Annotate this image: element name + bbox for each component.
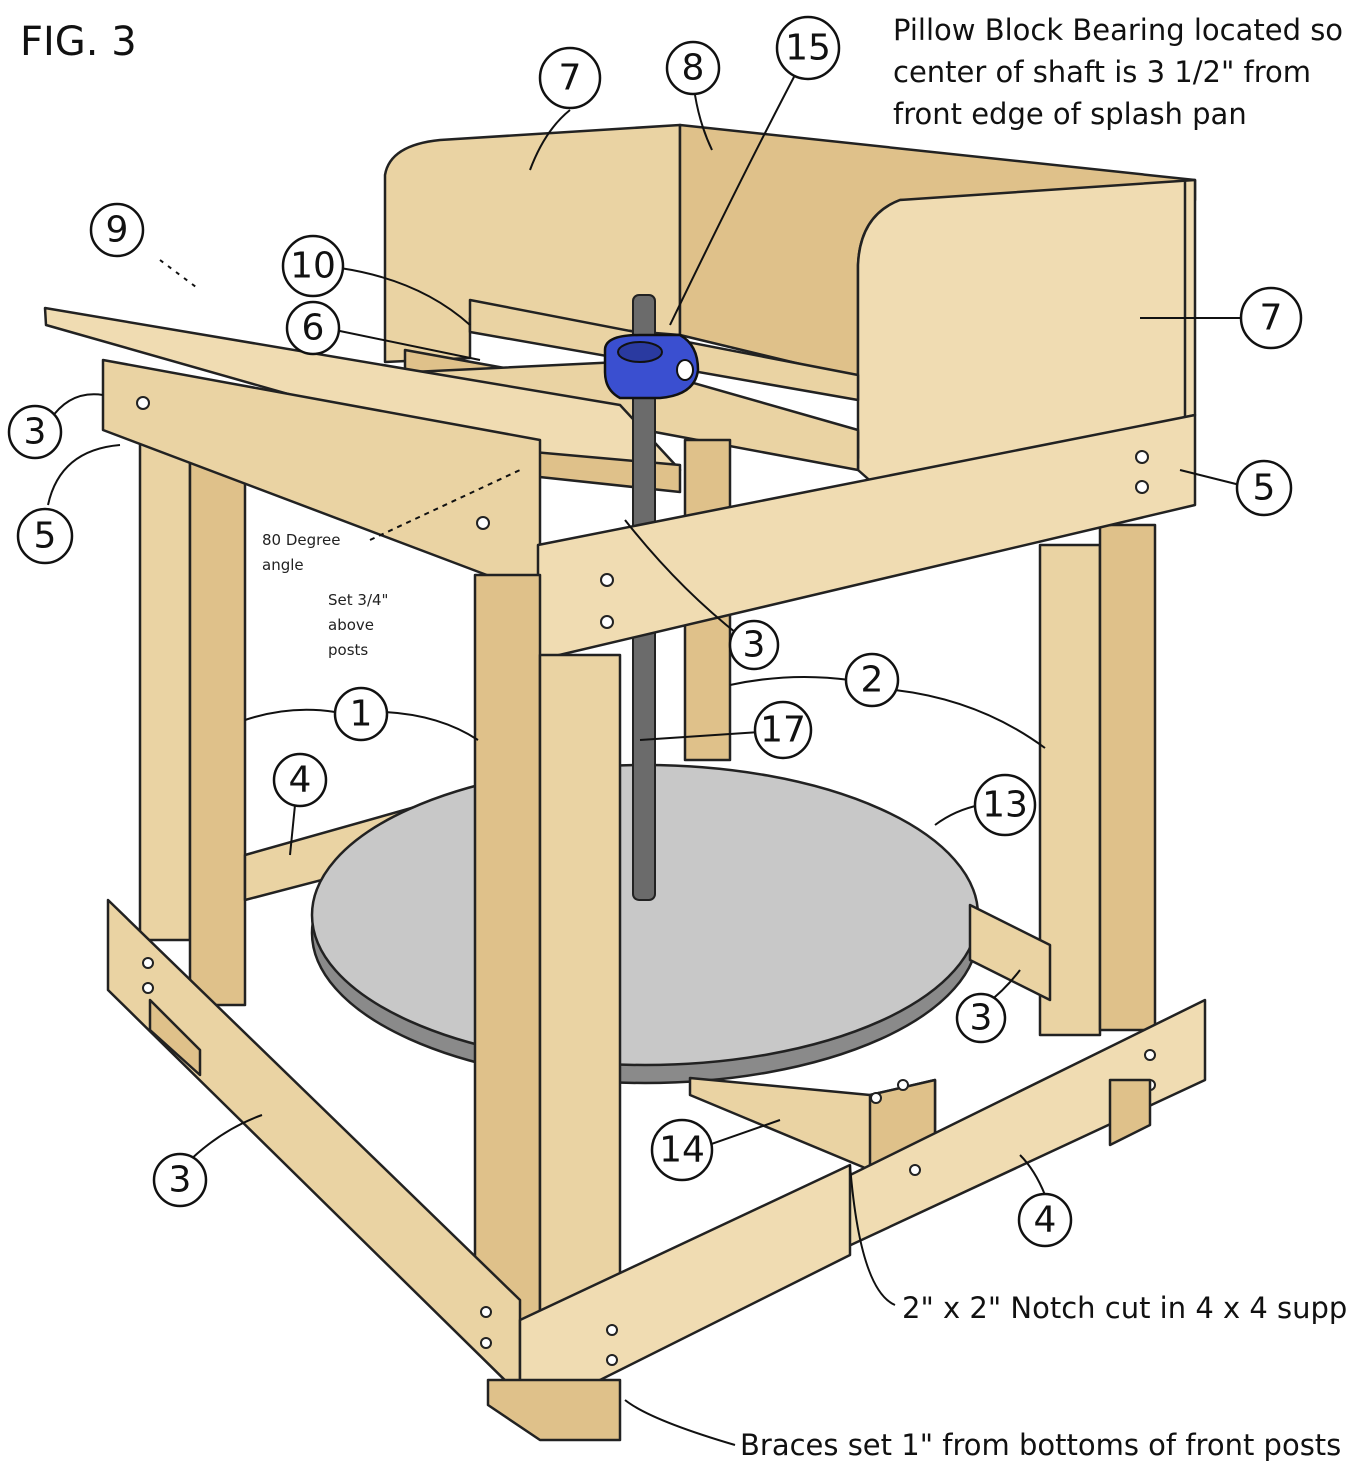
callout: 10 <box>281 234 345 298</box>
figure-title: FIG. 3 <box>20 19 137 65</box>
callout: 5 <box>1235 459 1293 517</box>
callout: 14 <box>650 1118 714 1182</box>
callout: 7 <box>538 46 602 110</box>
braces-note: Braces set 1" from bottoms of front post… <box>740 1428 1341 1462</box>
svg-text:7: 7 <box>1260 298 1283 339</box>
callout: 9 <box>89 202 145 258</box>
bearing-note-line-2: center of shaft is 3 1/2" from <box>893 55 1311 89</box>
svg-text:15: 15 <box>785 28 831 69</box>
callout: 3 <box>152 1152 208 1208</box>
svg-text:9: 9 <box>106 210 129 251</box>
callout: 4 <box>1017 1192 1073 1248</box>
svg-text:17: 17 <box>760 710 806 751</box>
svg-text:3: 3 <box>24 412 47 453</box>
callout: 6 <box>285 300 341 356</box>
callout: 3 <box>955 992 1007 1044</box>
svg-text:4: 4 <box>289 760 312 801</box>
set-note-line-1: Set 3/4" <box>328 591 388 609</box>
svg-text:5: 5 <box>34 516 57 557</box>
callout: 1 <box>333 686 389 742</box>
svg-text:3: 3 <box>743 625 766 666</box>
callouts: 7 8 15 9 10 6 7 3 5 5 3 2 1 17 4 13 3 14… <box>7 15 1303 1248</box>
front-posts <box>473 573 622 1347</box>
callout: 17 <box>753 700 813 760</box>
svg-text:4: 4 <box>1034 1200 1057 1241</box>
callout: 3 <box>728 619 780 671</box>
notch-note: 2" x 2" Notch cut in 4 x 4 support <box>902 1291 1348 1325</box>
bottom-frame <box>106 898 1207 1442</box>
svg-text:8: 8 <box>682 48 705 89</box>
angle-note-line-2: angle <box>262 556 304 574</box>
svg-text:6: 6 <box>302 308 325 349</box>
svg-text:5: 5 <box>1253 468 1276 509</box>
callout: 7 <box>1239 286 1303 350</box>
svg-text:13: 13 <box>982 785 1028 826</box>
inline-notes: 80 Degree angle Set 3/4" above posts 2" … <box>262 531 1348 1462</box>
svg-text:2: 2 <box>861 660 884 701</box>
svg-text:14: 14 <box>659 1130 705 1171</box>
callout: 5 <box>16 507 74 565</box>
bearing-note-line-1: Pillow Block Bearing located so <box>893 13 1343 47</box>
svg-text:3: 3 <box>970 998 993 1039</box>
svg-text:1: 1 <box>350 694 373 735</box>
svg-text:7: 7 <box>559 58 582 99</box>
svg-text:10: 10 <box>290 246 336 287</box>
angle-note-line-1: 80 Degree <box>262 531 340 549</box>
callout: 2 <box>844 652 900 708</box>
callout: 4 <box>272 752 328 808</box>
pillow-block-bearing <box>603 333 700 400</box>
svg-text:3: 3 <box>169 1160 192 1201</box>
callout: 15 <box>775 15 841 81</box>
callout: 3 <box>7 404 63 460</box>
set-note-line-3: posts <box>328 641 368 659</box>
callout: 13 <box>973 773 1037 837</box>
set-note-line-2: above <box>328 616 374 634</box>
bearing-note-line-3: front edge of splash pan <box>893 97 1247 131</box>
back-posts <box>683 438 1157 1037</box>
callout: 8 <box>665 40 721 96</box>
